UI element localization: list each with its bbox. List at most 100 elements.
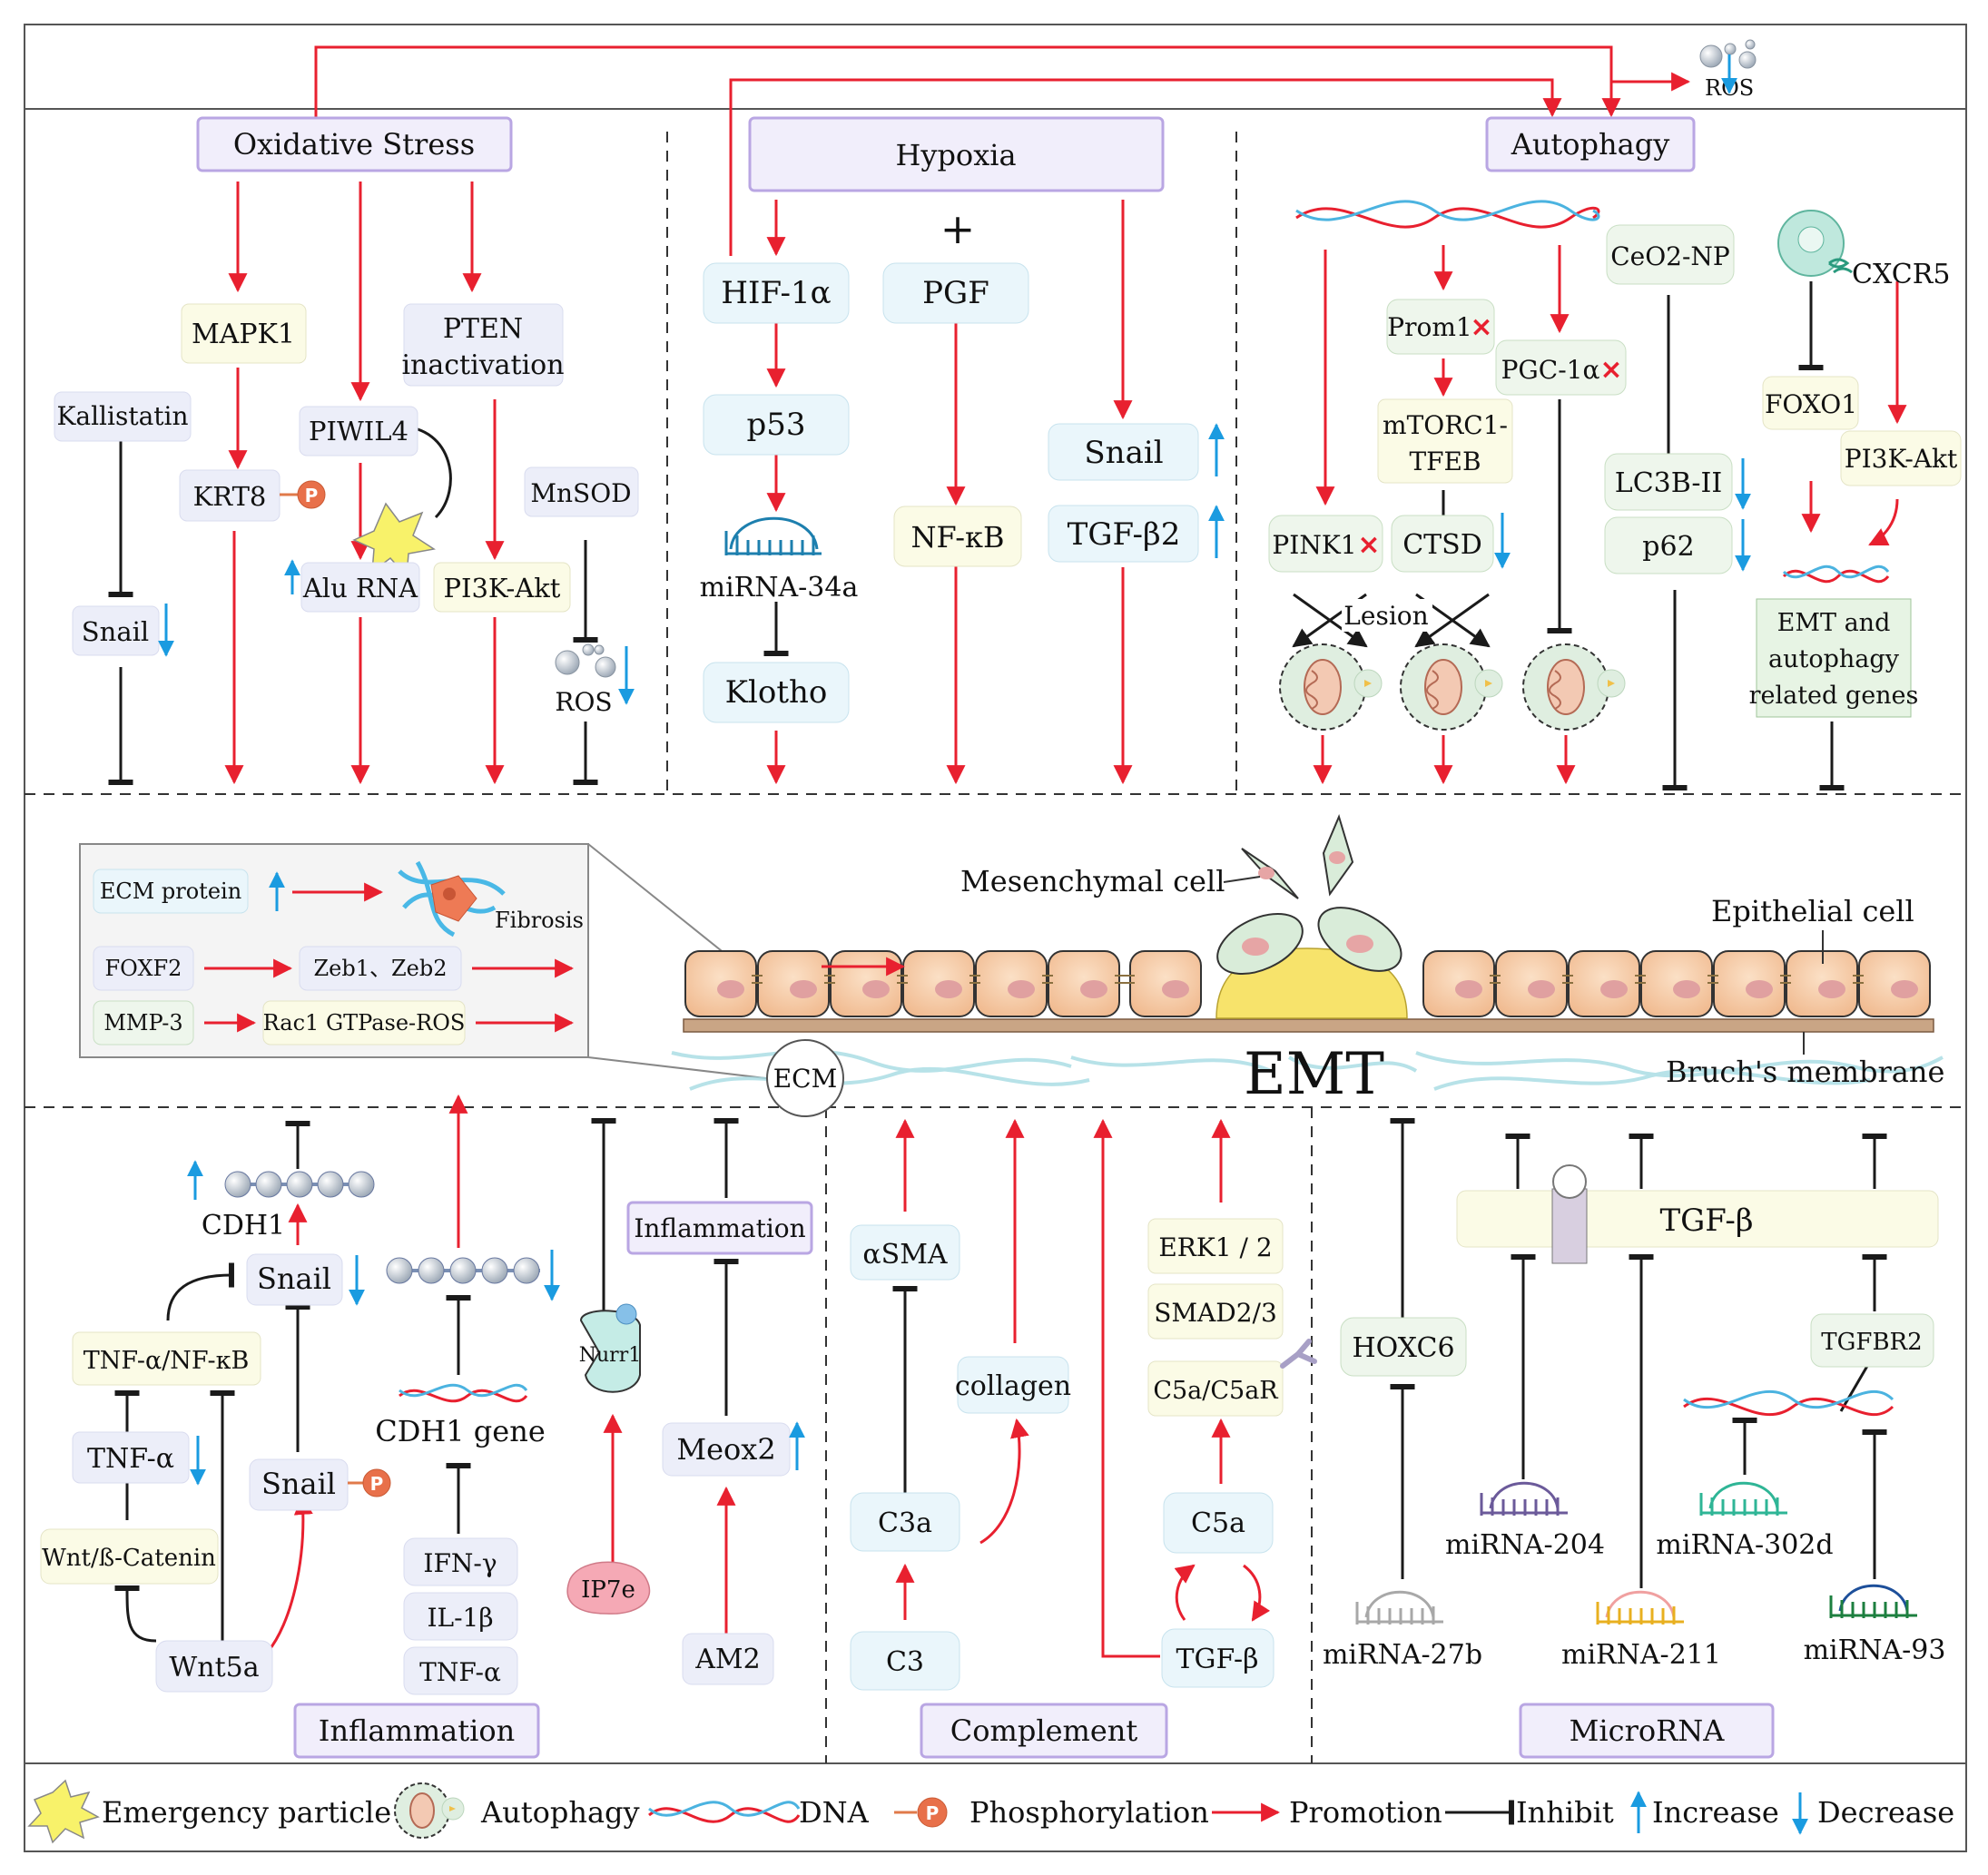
node-mapk1: MAPK1 <box>192 319 295 350</box>
node-mirna-34a: miRNA-34a <box>700 572 859 604</box>
ip7e-icon <box>566 1561 651 1615</box>
node-ip7e: IP7e <box>581 1576 635 1604</box>
node-tnf-a: TNF-α <box>87 1443 174 1475</box>
node-mtorc1-line1: mTORC1- <box>1383 410 1508 440</box>
ecm-circle <box>766 1039 844 1117</box>
legend-decrease: Decrease <box>1817 1795 1954 1830</box>
mirna-93-icon <box>1829 1584 1917 1618</box>
node-snail-inf-1: Snail <box>257 1261 331 1296</box>
dna-icon-genes <box>1782 564 1890 584</box>
node-inflammation-inner: Inflammation <box>634 1213 805 1243</box>
cdh1-chain-icon <box>224 1171 375 1198</box>
node-wnt-catenin: Wnt/ß-Catenin <box>42 1545 216 1572</box>
complement-section: αSMA collagen C3a C3 ERK1 / 2 SMAD2/3 C5… <box>850 1118 1317 1691</box>
node-ros-ox: ROS <box>555 687 612 717</box>
legend-phos: Phosphorylation <box>969 1795 1209 1830</box>
legend: Emergency particle Autophagy DNA P Phosp… <box>27 1779 1954 1844</box>
node-krt8: KRT8 <box>193 481 267 512</box>
hypoxia-section: HIF-1α + PGF p53 miRNA-34a Klotho NF-κB … <box>700 200 1225 785</box>
node-mnsod: MnSOD <box>530 478 631 508</box>
node-snail-inf-2: Snail <box>261 1467 336 1501</box>
node-meox2: Meox2 <box>676 1432 775 1467</box>
node-hoxc6: HOXC6 <box>1352 1332 1454 1364</box>
label-fibrosis: Fibrosis <box>495 908 584 933</box>
node-emt-genes-line2: autophagy <box>1768 645 1900 673</box>
legend-increase: Increase <box>1652 1795 1779 1830</box>
node-wnt5a: Wnt5a <box>169 1652 259 1684</box>
mesenchymal-cells <box>1216 814 1402 976</box>
node-mirna-302d: miRNA-302d <box>1656 1529 1833 1561</box>
node-cdh1: CDH1 <box>202 1210 285 1242</box>
node-nfkb: NF-κB <box>910 520 1004 555</box>
node-ctsd: CTSD <box>1402 529 1482 561</box>
node-c5a: C5a <box>1191 1507 1245 1539</box>
label-ecm: ECM <box>773 1064 838 1094</box>
legend-emergency: Emergency particle <box>102 1795 391 1830</box>
inflammation-section: CDH1 Snail TNF-α/NF-κB TNF-α Snail P Wnt… <box>40 1094 813 1695</box>
fibrosis-icon <box>398 860 506 938</box>
label-mesenchymal: Mesenchymal cell <box>960 864 1225 898</box>
section-titles: Oxidative Stress Hypoxia Autophagy Infla… <box>196 116 1775 1759</box>
node-tgfb2: TGF-β2 <box>1068 516 1181 553</box>
node-asma: αSMA <box>862 1239 948 1271</box>
mirna-302d-icon <box>1699 1481 1787 1516</box>
node-klotho: Klotho <box>725 674 828 711</box>
microrna-section: TGF-β HOXC6 TGFBR2 miRNA-204 miRNA-302d … <box>1323 1118 1946 1671</box>
node-p53: p53 <box>746 407 805 443</box>
legend-autophagy: Autophagy <box>480 1795 640 1830</box>
title-inflammation: Inflammation <box>319 1713 515 1748</box>
node-tnfa2: TNF-α <box>419 1657 501 1687</box>
autophagosome-icons <box>1279 643 1626 731</box>
node-erk: ERK1 / 2 <box>1158 1232 1272 1262</box>
node-nurr1: Nurr1 <box>579 1344 641 1367</box>
node-snail-ox: Snail <box>82 616 149 647</box>
node-pgc1a: PGC-1α <box>1501 355 1600 385</box>
label-emt: EMT <box>1244 1041 1384 1108</box>
node-rac1: Rac1 GTPase-ROS <box>263 1010 466 1036</box>
node-pink1: PINK1 <box>1272 530 1356 560</box>
node-mirna-204: miRNA-204 <box>1445 1529 1605 1561</box>
node-mirna-93: miRNA-93 <box>1804 1634 1946 1666</box>
ros-balls-icon <box>555 643 616 678</box>
node-pten-line1: PTEN <box>443 313 523 345</box>
receptor-y-icon <box>1280 1339 1317 1369</box>
plus-sign: + <box>940 204 976 253</box>
legend-dna: DNA <box>799 1795 870 1830</box>
dna-icon-mirna <box>1683 1389 1895 1417</box>
svg-text:P: P <box>926 1802 940 1824</box>
legend-promotion: Promotion <box>1289 1795 1442 1830</box>
svg-text:×: × <box>1357 529 1380 561</box>
svg-text:×: × <box>1599 354 1622 386</box>
title-oxidative-stress: Oxidative Stress <box>233 127 475 162</box>
node-lc3b: LC3B-II <box>1615 467 1722 499</box>
node-am2: AM2 <box>694 1644 760 1675</box>
node-prom1: Prom1 <box>1387 312 1471 342</box>
node-zeb: Zeb1、Zeb2 <box>313 956 447 981</box>
node-hif1a: HIF-1α <box>721 275 831 311</box>
mirna-34a-icon <box>724 516 822 555</box>
phosphorylation-icon <box>297 480 326 509</box>
node-snail-hyp: Snail <box>1084 435 1163 471</box>
node-piwil4: PIWIL4 <box>309 416 408 447</box>
node-c5a-c5ar: C5a/C5aR <box>1153 1377 1278 1405</box>
node-ifng: IFN-γ <box>423 1548 497 1578</box>
mirna-211-icon <box>1596 1590 1684 1625</box>
title-hypoxia: Hypoxia <box>895 138 1016 172</box>
node-mirna-27b: miRNA-27b <box>1323 1639 1482 1671</box>
node-cdh1-gene: CDH1 gene <box>375 1414 546 1448</box>
svg-text:×: × <box>1470 311 1492 343</box>
node-collagen: collagen <box>955 1370 1071 1402</box>
epithelial-cells-left <box>684 950 1202 1017</box>
emt-middle-section: ECM protein Fibrosis FOXF2 Zeb1、Zeb2 MMP… <box>79 814 1944 1117</box>
node-alu-rna: Alu RNA <box>302 573 418 604</box>
title-autophagy: Autophagy <box>1511 127 1670 162</box>
cdh1-chain-icon-2 <box>386 1257 540 1284</box>
node-emt-genes-line3: related genes <box>1749 682 1919 710</box>
node-tgfb-mirna: TGF-β <box>1659 1203 1753 1239</box>
legend-dna-icon <box>648 1801 801 1823</box>
title-microrna: MicroRNA <box>1570 1713 1726 1748</box>
node-kallistatin: Kallistatin <box>56 401 188 431</box>
top-feedback-arrows <box>314 45 1691 256</box>
dashed-dividers <box>25 132 1966 1763</box>
